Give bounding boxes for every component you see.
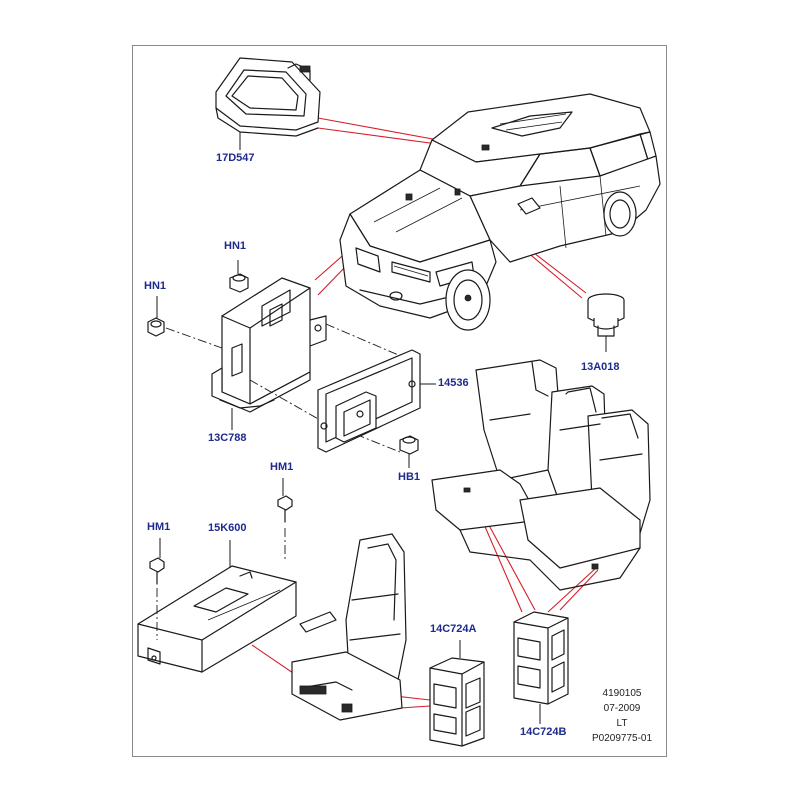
part-17d547-module: [215, 57, 321, 150]
reference-code: LT: [616, 718, 628, 729]
rear-seats: [431, 359, 651, 591]
part-14c724b-module: [513, 611, 569, 724]
label-14c724a: 14C724A: [430, 623, 477, 635]
part-13a018-sensor: [587, 293, 625, 352]
reference-number: 4190105: [602, 688, 642, 699]
reference-illustration-id: P0209775-01: [591, 733, 653, 744]
screw-hm1-top: [277, 478, 293, 560]
label-hm1-top: HM1: [270, 461, 294, 473]
part-13c788-module: [211, 277, 327, 430]
part-14c724a-module: [429, 640, 485, 747]
label-17d547: 17D547: [216, 152, 255, 164]
diagram-frame: [132, 45, 667, 757]
label-13c788: 13C788: [208, 432, 247, 444]
label-15k600: 15K600: [208, 522, 247, 534]
label-hm1-left: HM1: [147, 521, 171, 533]
label-hn1-top: HN1: [224, 240, 247, 252]
front-seat: [291, 533, 407, 721]
label-hn1-left: HN1: [144, 280, 167, 292]
part-15k600-module: [137, 540, 297, 673]
nut-hn1-top: [229, 260, 249, 293]
mounting-centerline: [165, 327, 223, 349]
label-hb1: HB1: [398, 471, 421, 483]
reference-date: 07-2009: [603, 703, 641, 714]
bolt-hb1: [399, 435, 419, 468]
label-14c724b: 14C724B: [520, 726, 567, 738]
label-14536: 14536: [438, 377, 469, 389]
label-13a018: 13A018: [581, 361, 620, 373]
part-14536-bracket: [317, 349, 436, 453]
screw-hm1-left: [149, 538, 165, 640]
nut-hn1-left: [147, 296, 165, 337]
vehicle-illustration: [339, 93, 661, 331]
